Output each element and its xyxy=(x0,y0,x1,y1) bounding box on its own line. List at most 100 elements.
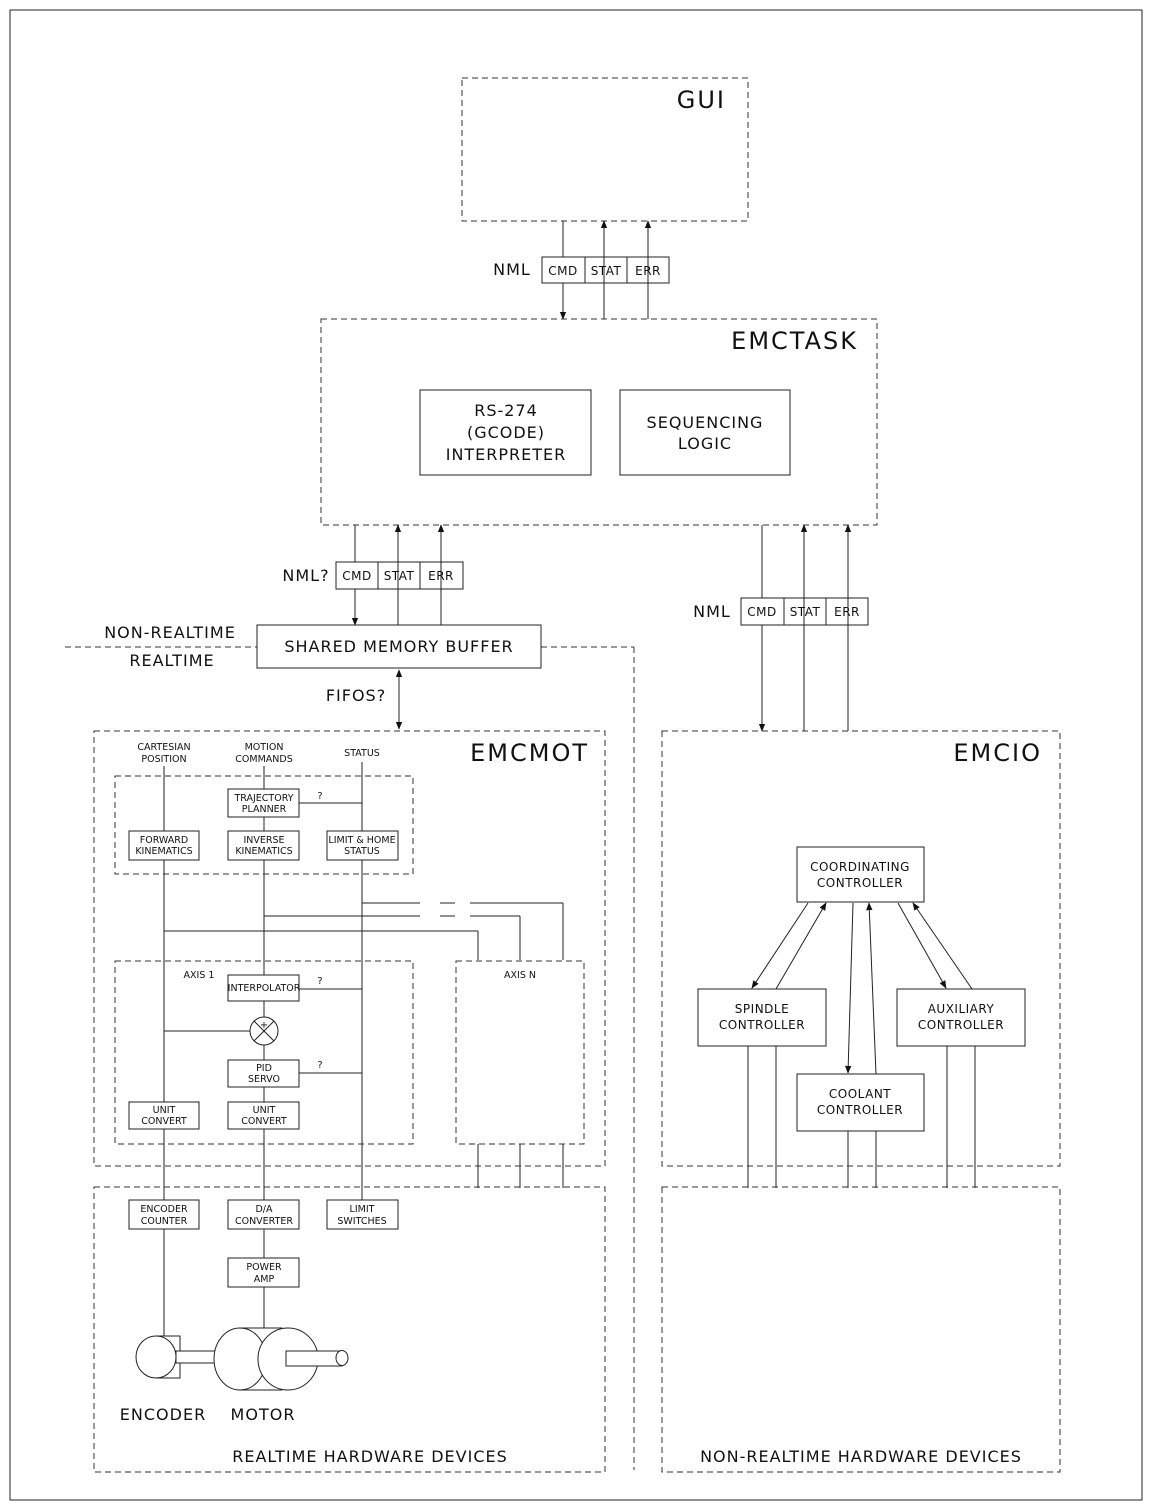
non-realtime-label: NON-REALTIME xyxy=(104,623,236,642)
nml-io-err: ERR xyxy=(834,605,860,619)
realtime-label: REALTIME xyxy=(129,651,214,670)
summing-junction: + xyxy=(249,1016,279,1046)
unit-convert-a-1: UNIT xyxy=(153,1105,176,1116)
realtime-hw-box xyxy=(93,1186,606,1473)
page-frame xyxy=(9,9,1143,1501)
nml-top-cmd: CMD xyxy=(548,264,577,278)
da-converter-box xyxy=(227,1199,300,1230)
unit-convert-a-2: CONVERT xyxy=(141,1116,187,1127)
nonrealtime-hw-title: NON-REALTIME HARDWARE DEVICES xyxy=(700,1447,1022,1466)
power-amp-1: POWER xyxy=(246,1262,282,1273)
nml-top-stat: STAT xyxy=(591,264,622,278)
nml-mot-stat: STAT xyxy=(384,569,415,583)
emcio-title: EMCIO xyxy=(953,739,1042,767)
fifos-label: FIFOS? xyxy=(326,686,386,705)
axisn-label: AXIS N xyxy=(504,970,536,981)
col-cartesian-2: POSITION xyxy=(141,754,186,765)
nml-top-channel: CMD STAT ERR xyxy=(541,256,670,284)
interpreter-line-3: INTERPRETER xyxy=(446,445,567,464)
coordinating-1: COORDINATING xyxy=(810,860,910,874)
limit-switches-box xyxy=(326,1199,399,1230)
nml-io-err-box xyxy=(825,597,869,626)
gui-title: GUI xyxy=(677,86,726,114)
limit-switches-2: SWITCHES xyxy=(337,1216,386,1227)
emcmot-title: EMCMOT xyxy=(470,739,589,767)
da-converter-2: CONVERTER xyxy=(235,1216,293,1227)
motor-shaft xyxy=(285,1350,343,1367)
coord-to-coolant xyxy=(845,902,854,1074)
sequencing-line-1: SEQUENCING xyxy=(647,413,764,432)
forward-kinematics-1: FORWARD xyxy=(140,835,188,846)
coord-to-spindle xyxy=(751,902,809,989)
inverse-kinematics-box xyxy=(227,830,300,861)
nml-io-label: NML xyxy=(693,602,731,621)
trajectory-planner-box xyxy=(227,788,300,818)
motor-shaft-end xyxy=(335,1350,349,1366)
interpreter-line-1: RS-274 xyxy=(474,401,538,420)
sequencing-line-2: LOGIC xyxy=(678,434,732,453)
nml-io-cmd-box xyxy=(740,597,785,626)
limit-switches-1: LIMIT xyxy=(350,1204,375,1215)
unit-convert-b-box xyxy=(227,1101,300,1130)
unit-convert-b-1: UNIT xyxy=(253,1105,276,1116)
pid-servo-2: SERVO xyxy=(248,1074,280,1085)
da-converter-1: D/A xyxy=(255,1204,273,1215)
coolant-1: COOLANT xyxy=(829,1087,891,1101)
limit-home-status-2: STATUS xyxy=(344,846,380,857)
sequencing-box xyxy=(619,389,791,476)
trajectory-planner-2: PLANNER xyxy=(242,804,287,815)
col-motion-1: MOTION xyxy=(245,742,284,753)
limit-home-status-1: LIMIT & HOME xyxy=(328,835,395,846)
nml-mot-cmd: CMD xyxy=(342,569,371,583)
nml-io-stat: STAT xyxy=(790,605,821,619)
q-mark-2: ? xyxy=(317,976,322,987)
spindle-1: SPINDLE xyxy=(735,1002,789,1016)
encoder-label: ENCODER xyxy=(120,1405,206,1424)
trajectory-planner-1: TRAJECTORY xyxy=(233,793,293,804)
auxiliary-1: AUXILIARY xyxy=(928,1002,995,1016)
inverse-kinematics-2: KINEMATICS xyxy=(235,846,292,857)
col-motion-2: COMMANDS xyxy=(235,754,292,765)
inverse-kinematics-1: INVERSE xyxy=(243,835,284,846)
interpolator-box xyxy=(227,974,300,1002)
pid-servo-1: PID xyxy=(256,1063,272,1074)
nonrealtime-hw-box xyxy=(661,1186,1061,1473)
interpolator-label: INTERPOLATOR xyxy=(228,983,301,994)
spindle-to-coord xyxy=(775,902,827,990)
encoder-counter-2: COUNTER xyxy=(141,1216,188,1227)
coolant-to-coord xyxy=(866,902,877,1075)
nml-io-cmd: CMD xyxy=(747,605,776,619)
nml-mot-cmd-box xyxy=(335,561,379,590)
emctask-box xyxy=(320,318,878,526)
unit-convert-b-2: CONVERT xyxy=(241,1116,287,1127)
emcio-box xyxy=(661,730,1061,1167)
col-status: STATUS xyxy=(344,748,380,759)
forward-kinematics-box xyxy=(128,830,200,861)
encoder-counter-1: ENCODER xyxy=(140,1204,188,1215)
shared-memory-label: SHARED MEMORY BUFFER xyxy=(284,637,513,656)
q-mark-3: ? xyxy=(317,1060,322,1071)
pid-servo-box xyxy=(227,1059,300,1088)
limit-home-status-box xyxy=(326,830,399,861)
interpreter-line-2: (GCODE) xyxy=(467,423,545,442)
q-mark-1: ? xyxy=(317,791,322,802)
summing-junction-x-b xyxy=(253,1020,275,1042)
power-amp-2: AMP xyxy=(254,1274,275,1285)
coolant-2: CONTROLLER xyxy=(817,1103,903,1117)
col-cartesian-1: CARTESIAN xyxy=(137,742,190,753)
spindle-2: CONTROLLER xyxy=(719,1018,805,1032)
coord-to-auxiliary xyxy=(897,902,947,989)
motor-label: MOTOR xyxy=(231,1405,296,1424)
auxiliary-2: CONTROLLER xyxy=(918,1018,1004,1032)
emctask-title: EMCTASK xyxy=(731,327,858,355)
auxiliary-controller-box xyxy=(896,988,1026,1047)
encoder-motor-drawing xyxy=(135,1327,349,1391)
summing-plus: + xyxy=(260,1020,268,1031)
interpreter-box xyxy=(419,389,592,476)
shared-memory-box xyxy=(256,624,542,669)
emcmot-box xyxy=(93,730,606,1167)
nml-top-label: NML xyxy=(493,260,531,279)
encoder-shaft xyxy=(175,1350,217,1364)
nml-mot-channel: CMD STAT ERR xyxy=(335,561,464,590)
